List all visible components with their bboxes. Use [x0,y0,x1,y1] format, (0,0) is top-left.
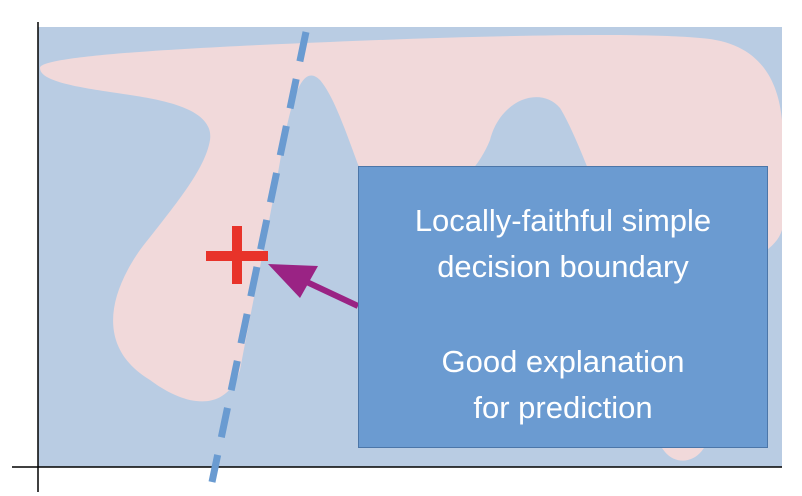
explanation-callout: Locally-faithful simple decision boundar… [358,166,768,448]
callout-line-4: for prediction [473,390,653,425]
callout-line-3: Good explanation [441,344,685,379]
instance-plus-icon [206,226,268,284]
arrow [268,264,360,309]
callout-line-1: Locally-faithful simple [414,203,712,238]
linear-decision-boundary [208,31,310,483]
callout-heading: Locally-faithful simple decision boundar… [359,198,767,290]
callout-subtext: Good explanation for prediction [359,339,767,431]
callout-line-2: decision boundary [437,249,689,284]
pink-class-region [40,35,782,461]
